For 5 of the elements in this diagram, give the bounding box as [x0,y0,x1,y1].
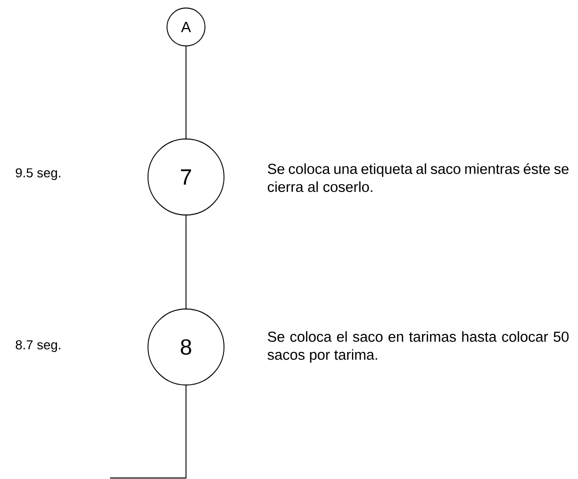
connector-line [110,385,186,478]
description-text: Se coloca una etiqueta al saco mientras éste se cierra al coserlo. [268,163,568,192]
description-text: Se coloca el saco en tarimas hasta colocar 50 sacos por tarima. [268,331,569,363]
time-label: 9.5 seg. [16,168,60,180]
time-label: 8.7 seg. [16,340,60,352]
